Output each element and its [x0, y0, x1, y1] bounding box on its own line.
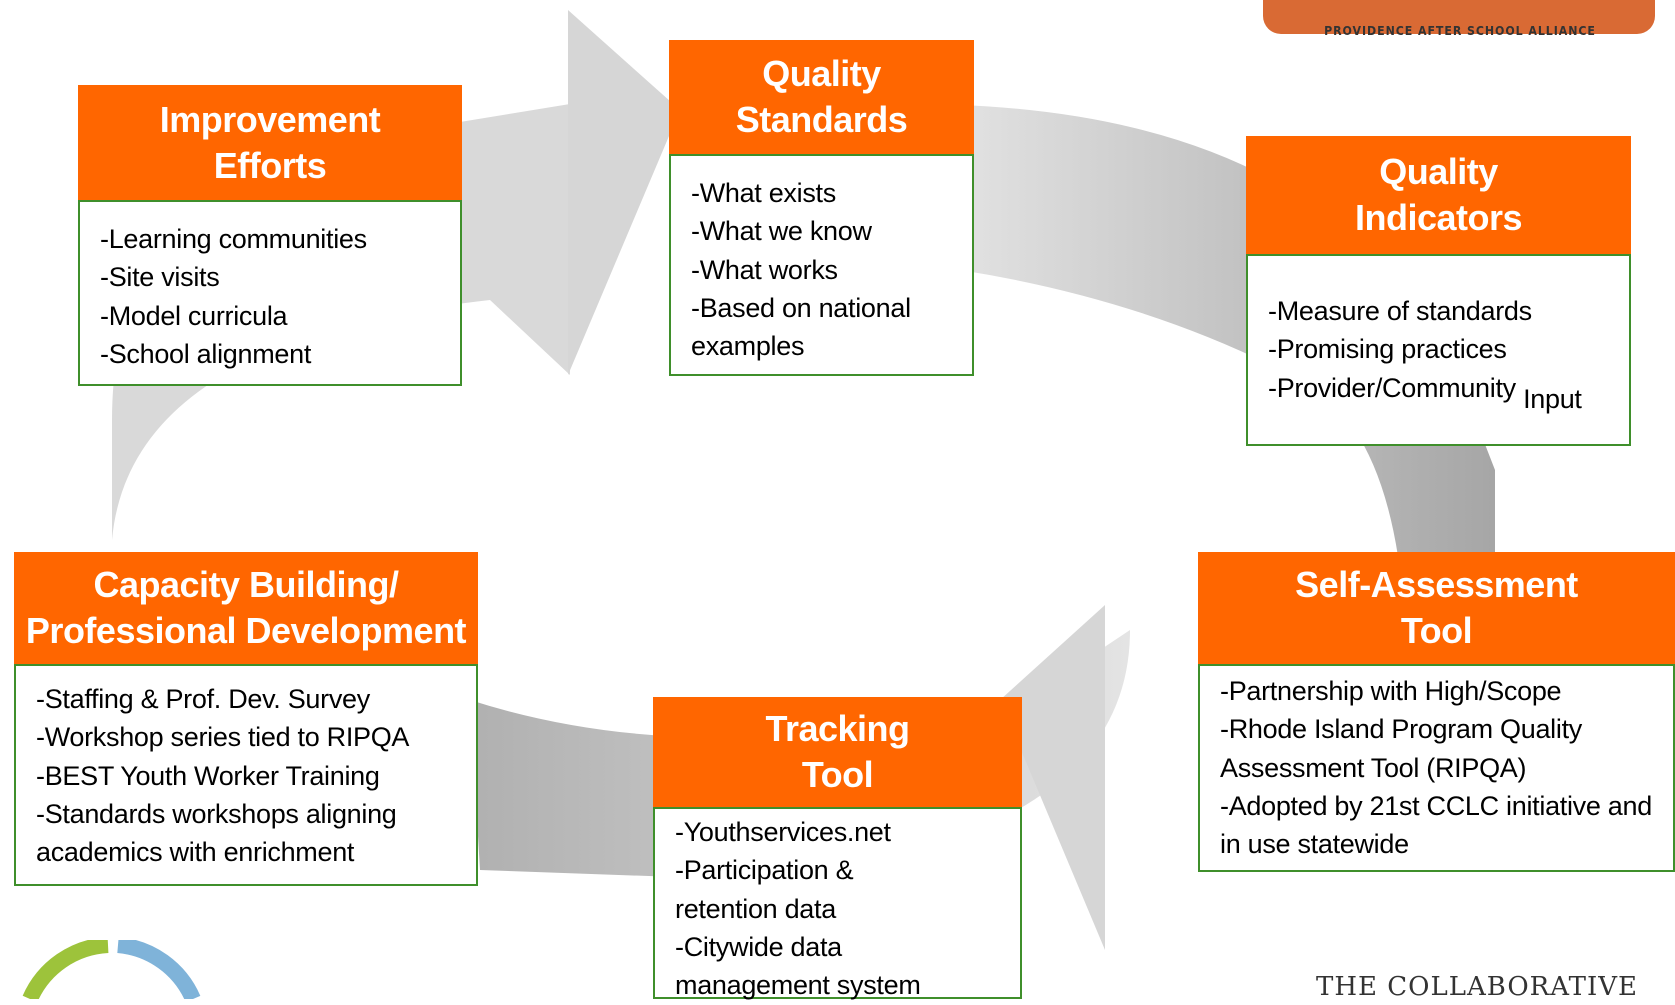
card-improvement-body: -Learning communities -Site visits -Mode…	[78, 200, 462, 386]
list-item: -What exists	[691, 178, 836, 208]
card-standards-body: -What exists -What we know -What works -…	[669, 154, 974, 376]
list-item: -Learning communities	[100, 224, 367, 254]
card-self-assessment-tool: Self-Assessment Tool -Partnership with H…	[1198, 552, 1675, 872]
list-item: Assessment Tool (RIPQA)	[1220, 752, 1527, 783]
card-capacity-body: -Staffing & Prof. Dev. Survey -Workshop …	[14, 664, 478, 886]
card-indicators-title: Quality Indicators	[1246, 136, 1631, 254]
list-item: -Citywide data	[675, 931, 842, 962]
card-quality-standards: Quality Standards -What exists -What we …	[669, 40, 974, 376]
card-capacity-title: Capacity Building/ Professional Developm…	[14, 552, 478, 664]
list-item: -Measure of standards	[1268, 296, 1532, 326]
pasa-tagline: PROVIDENCE AFTER SCHOOL ALLIANCE	[1324, 24, 1596, 38]
list-item: -Workshop series tied to RIPQA	[36, 722, 410, 753]
list-item: academics with enrichment	[36, 837, 355, 868]
list-item: -Youthservices.net	[675, 817, 891, 847]
list-item: -BEST Youth Worker Training	[36, 760, 380, 791]
card-tracking-body: -Youthservices.net -Participation & rete…	[653, 807, 1022, 1000]
input-subscript: Input	[1523, 383, 1582, 414]
list-item: retention data	[675, 893, 836, 924]
list-item: -What works	[691, 254, 838, 285]
card-quality-indicators: Quality Indicators -Measure of standards…	[1246, 136, 1631, 446]
list-item: -Promising practices	[1268, 334, 1507, 365]
list-item: -Site visits	[100, 262, 220, 293]
card-standards-title: Quality Standards	[669, 40, 974, 154]
list-item: in use statewide	[1220, 829, 1409, 860]
list-item: -Rhode Island Program Quality	[1220, 714, 1582, 745]
arrow-band-upper-right	[960, 105, 1495, 570]
list-item: -School alignment	[100, 338, 312, 369]
card-tracking-tool: Tracking Tool -Youthservices.net -Partic…	[653, 697, 1022, 1000]
arrow-head-bottom	[1000, 605, 1105, 950]
list-item: -What we know	[691, 216, 872, 247]
list-item: -Adopted by 21st CCLC initiative and	[1220, 790, 1652, 821]
card-improvement-title: Improvement Efforts	[78, 85, 462, 200]
card-tracking-title: Tracking Tool	[653, 697, 1022, 807]
list-item: -Model curricula	[100, 300, 288, 331]
card-selfassess-title: Self-Assessment Tool	[1198, 552, 1675, 664]
card-selfassess-body: -Partnership with High/Scope -Rhode Isla…	[1198, 664, 1675, 872]
list-item: -Participation &	[675, 855, 854, 886]
collaborative-logo: THE COLLABORATIVE	[1316, 972, 1638, 1002]
arrow-head-top	[568, 10, 680, 375]
list-item: examples	[691, 331, 805, 362]
list-item: -Standards workshops aligning	[36, 798, 397, 829]
ring-logo-icon	[22, 940, 201, 999]
list-item: -Staffing & Prof. Dev. Survey	[36, 684, 370, 714]
card-capacity-building: Capacity Building/ Professional Developm…	[14, 552, 478, 886]
list-item: management system	[675, 970, 921, 1001]
pasa-logo: PROVIDENCE AFTER SCHOOL ALLIANCE	[1245, 0, 1675, 44]
card-indicators-body: -Measure of standards -Promising practic…	[1246, 254, 1631, 446]
list-item: -Provider/Community Input	[1268, 372, 1582, 414]
list-item: -Based on national	[691, 292, 911, 323]
card-improvement-efforts: Improvement Efforts -Learning communitie…	[78, 85, 462, 386]
list-item: -Partnership with High/Scope	[1220, 676, 1562, 706]
